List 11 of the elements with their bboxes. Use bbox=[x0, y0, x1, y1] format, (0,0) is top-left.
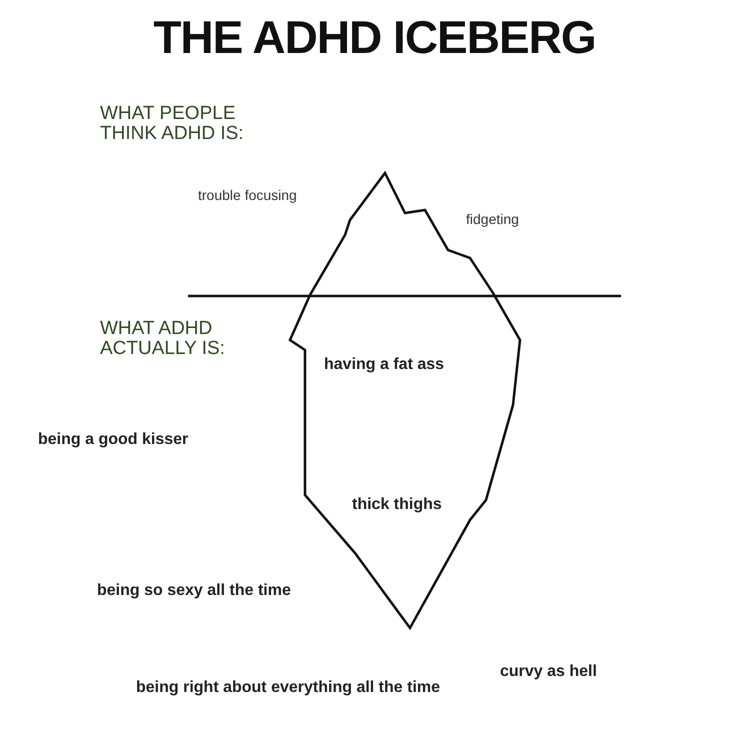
section-heading: WHAT ADHD ACTUALLY IS: bbox=[100, 319, 226, 359]
iceberg-label: thick thighs bbox=[352, 497, 443, 514]
iceberg-label: being right about everything all the time bbox=[134, 678, 442, 698]
iceberg-label: curvy as hell bbox=[500, 664, 598, 681]
iceberg-label: being a good kisser bbox=[38, 432, 190, 449]
iceberg-label: having a fat ass bbox=[324, 357, 446, 374]
iceberg-label: being so sexy all the time bbox=[97, 583, 292, 600]
section-heading: WHAT PEOPLE THINK ADHD IS: bbox=[100, 104, 245, 144]
tip-label: trouble focusing bbox=[198, 188, 298, 203]
title: THE ADHD ICEBERG bbox=[152, 10, 597, 64]
tip-label: fidgeting bbox=[466, 212, 520, 227]
